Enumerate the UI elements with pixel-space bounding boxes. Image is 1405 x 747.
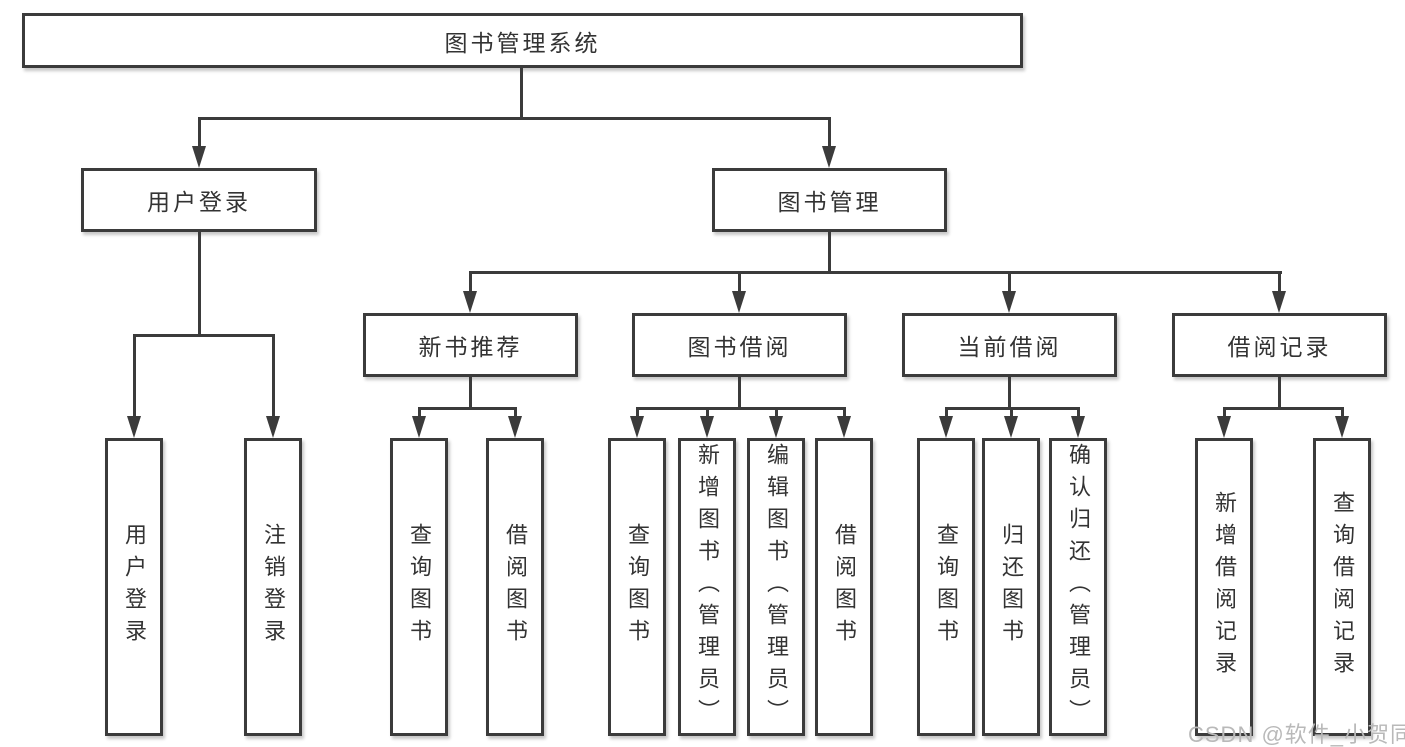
leaf-node-label: 查询图书: [934, 523, 959, 651]
arrowhead-down: [1071, 416, 1085, 438]
leaf-node-user-login: 用户登录: [105, 438, 163, 736]
leaf-node-label: 查询借阅记录: [1330, 491, 1355, 683]
root-node-label: 图书管理系统: [444, 29, 601, 56]
section-node-label: 图书借阅: [687, 334, 792, 360]
leaf-node-label: 编辑图书（管理员）: [764, 443, 789, 731]
section-node-label: 借阅记录: [1227, 334, 1332, 360]
leaf-node-query-books: 查询图书: [917, 438, 975, 736]
connector-line: [945, 407, 948, 418]
connector-line: [1278, 377, 1281, 409]
connector-line: [133, 334, 136, 418]
leaf-node-borrow-books: 借阅图书: [486, 438, 544, 736]
leaf-node-label: 查询图书: [407, 523, 432, 651]
arrowhead-down: [412, 416, 426, 438]
arrowhead-down: [630, 416, 644, 438]
arrowhead-down: [266, 416, 280, 438]
connector-line: [636, 407, 639, 418]
leaf-node-label: 新增借阅记录: [1212, 491, 1237, 683]
arrowhead-down: [837, 416, 851, 438]
section-node-new-book-recommend: 新书推荐: [363, 313, 578, 377]
connector-line: [514, 407, 517, 418]
leaf-node-confirm-return-admin: 确认归还（管理员）: [1049, 438, 1107, 736]
leaf-node-edit-books-admin: 编辑图书（管理员）: [747, 438, 805, 736]
connector-line: [198, 117, 831, 120]
connector-line: [469, 271, 1282, 274]
section-node-current-borrow: 当前借阅: [902, 313, 1117, 377]
arrowhead-down: [1002, 291, 1016, 313]
leaf-node-query-books: 查询图书: [390, 438, 448, 736]
connector-line: [418, 407, 421, 418]
leaf-node-query-borrow-record: 查询借阅记录: [1313, 438, 1371, 736]
arrowhead-down: [463, 291, 477, 313]
connector-line: [828, 117, 831, 148]
leaf-node-label: 查询图书: [625, 523, 650, 651]
connector-line: [418, 407, 517, 410]
connector-line: [843, 407, 846, 418]
root-node-library-management-system: 图书管理系统: [22, 13, 1023, 68]
connector-line: [706, 407, 709, 418]
connector-line: [1278, 271, 1281, 293]
branch-node-label: 用户登录: [147, 189, 251, 215]
arrowhead-down: [732, 291, 746, 313]
connector-line: [1341, 407, 1344, 418]
connector-line: [469, 271, 472, 293]
connector-line: [636, 407, 846, 410]
arrowhead-down: [1272, 291, 1286, 313]
branch-node-label: 图书管理: [777, 189, 882, 215]
connector-line: [1008, 271, 1011, 293]
section-node-label: 当前借阅: [957, 334, 1062, 360]
arrowhead-down: [1004, 416, 1018, 438]
arrowhead-down: [769, 416, 783, 438]
leaf-node-label: 借阅图书: [503, 523, 528, 651]
connector-line: [133, 334, 275, 337]
arrowhead-down: [939, 416, 953, 438]
arrowhead-down: [700, 416, 714, 438]
connector-line: [738, 271, 741, 293]
leaf-node-label: 用户登录: [122, 523, 147, 651]
section-node-label: 新书推荐: [418, 334, 523, 360]
leaf-node-add-borrow-record: 新增借阅记录: [1195, 438, 1253, 736]
arrowhead-down: [127, 416, 141, 438]
connector-line: [520, 68, 523, 118]
leaf-node-label: 新增图书（管理员）: [695, 443, 720, 731]
connector-line: [1077, 407, 1080, 418]
leaf-node-add-books-admin: 新增图书（管理员）: [678, 438, 736, 736]
section-node-borrow-records: 借阅记录: [1172, 313, 1387, 377]
watermark: CSDN @软件_小贺同学: [1188, 722, 1405, 747]
leaf-node-borrow-books: 借阅图书: [815, 438, 873, 736]
leaf-node-label: 借阅图书: [832, 523, 857, 651]
branch-node-book-management: 图书管理: [712, 168, 947, 232]
arrowhead-down: [1217, 416, 1231, 438]
connector-line: [198, 117, 201, 148]
arrowhead-down: [1335, 416, 1349, 438]
arrowhead-down: [508, 416, 522, 438]
leaf-node-return-books: 归还图书: [982, 438, 1040, 736]
connector-line: [738, 377, 741, 409]
connector-line: [828, 232, 831, 273]
arrowhead-down: [822, 146, 836, 168]
leaf-node-label: 确认归还（管理员）: [1066, 443, 1091, 731]
connector-line: [272, 334, 275, 418]
connector-line: [469, 377, 472, 409]
connector-line: [1010, 407, 1013, 418]
connector-line: [1008, 377, 1011, 409]
connector-line: [198, 232, 201, 336]
section-node-book-borrow: 图书借阅: [632, 313, 847, 377]
branch-node-user-login: 用户登录: [81, 168, 317, 232]
connector-line: [1223, 407, 1226, 418]
leaf-node-label: 注销登录: [261, 523, 286, 651]
leaf-node-logout: 注销登录: [244, 438, 302, 736]
leaf-node-query-books: 查询图书: [608, 438, 666, 736]
leaf-node-label: 归还图书: [999, 523, 1024, 651]
connector-line: [775, 407, 778, 418]
connector-line: [1223, 407, 1344, 410]
arrowhead-down: [192, 146, 206, 168]
